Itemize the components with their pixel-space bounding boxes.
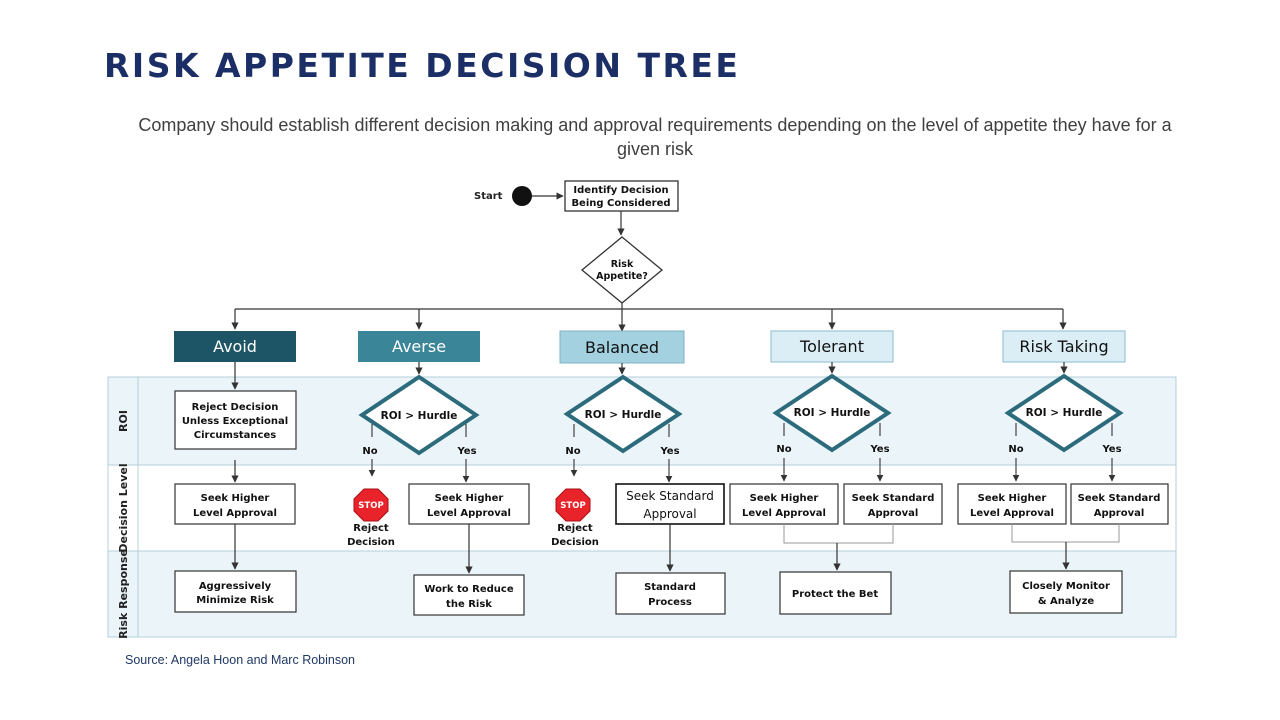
avoid-response-line1: Aggressively [199, 581, 272, 592]
category-balanced [559, 330, 685, 364]
risk-taking-yes-decision-line2: Approval [1094, 508, 1145, 519]
risk-taking-no-label: No [1008, 444, 1023, 455]
risk-taking-yes-decision-line1: Seek Standard [1078, 493, 1161, 504]
averse-stop-sign [353, 488, 389, 522]
top-flow: Start Identify Decision Being Considered… [231, 180, 1067, 332]
tolerant-response-box [779, 571, 892, 615]
balanced-response-line1: Standard [644, 582, 696, 593]
balanced-decision-line1: Seek Standard [626, 489, 714, 503]
tolerant-roi-label: ROI > Hurdle [794, 407, 871, 419]
tolerant-no-decision-line2: Level Approval [742, 508, 826, 519]
column-tolerant: ROI > Hurdle No Yes Seek Higher Level Ap… [729, 362, 943, 615]
tolerant-no-decision-box [729, 483, 839, 525]
avoid-roi-box [174, 390, 297, 450]
balanced-reject-line2: Decision [551, 537, 599, 548]
column-balanced: ROI > Hurdle No Yes STOP Reject Decision… [551, 363, 726, 615]
tolerant-yes-label: Yes [869, 444, 889, 455]
risk-appetite-line2: Appetite? [596, 271, 648, 282]
category-risk-taking [1002, 330, 1126, 363]
column-averse: ROI > Hurdle No Yes STOP Reject Decision… [347, 362, 530, 616]
row-label-risk-response: Risk Response [117, 549, 130, 639]
tolerant-yes-decision-box [843, 483, 943, 525]
risk-taking-response-box [1009, 570, 1123, 614]
avoid-decision-line1: Seek Higher [201, 493, 270, 504]
start-label: Start [474, 191, 503, 202]
category-avoid-label: Avoid [213, 337, 257, 356]
risk-appetite-diamond [580, 236, 664, 304]
risk-taking-yes-decision-box [1070, 483, 1169, 525]
start-node [512, 186, 532, 206]
category-balanced-label: Balanced [585, 338, 659, 357]
balanced-no-label: No [565, 446, 580, 457]
balanced-roi-diamond [563, 374, 683, 454]
avoid-roi-line1: Reject Decision [192, 402, 279, 413]
risk-taking-yes-label: Yes [1101, 444, 1121, 455]
balanced-decision-line2: Approval [643, 507, 696, 521]
avoid-roi-line3: Circumstances [194, 430, 276, 441]
tolerant-merge-connector [783, 524, 894, 544]
averse-reject-line1: Reject [353, 523, 389, 534]
risk-taking-response-line1: Closely Monitor [1022, 581, 1110, 592]
tolerant-yes-decision-line2: Approval [868, 508, 919, 519]
averse-decision-line1: Seek Higher [435, 493, 504, 504]
balanced-response-line2: Process [648, 597, 692, 608]
tolerant-yes-decision-line1: Seek Standard [852, 493, 935, 504]
page-subtitle: Company should establish different decis… [138, 115, 1172, 159]
avoid-roi-line2: Unless Exceptional [182, 416, 288, 427]
avoid-decision-line2: Level Approval [193, 508, 277, 519]
risk-taking-no-decision-line1: Seek Higher [978, 493, 1047, 504]
balanced-reject-line1: Reject [557, 523, 593, 534]
risk-taking-no-decision-line2: Level Approval [970, 508, 1054, 519]
tolerant-no-label: No [776, 444, 791, 455]
averse-reject-line2: Decision [347, 537, 395, 548]
averse-response-line2: the Risk [446, 599, 492, 610]
risk-taking-response-line2: & Analyze [1038, 596, 1095, 607]
identify-decision-line1: Identify Decision [573, 185, 668, 196]
balanced-response-box [615, 572, 726, 615]
averse-decision-line2: Level Approval [427, 508, 511, 519]
category-tolerant-label: Tolerant [799, 337, 864, 356]
avoid-decision-box [174, 483, 296, 525]
category-averse [358, 331, 480, 362]
row-label-decision-level: Decision Level [117, 463, 130, 552]
averse-response-line1: Work to Reduce [424, 584, 513, 595]
tolerant-roi-diamond [772, 373, 892, 453]
page-title: RISK APPETITE DECISION TREE [104, 46, 741, 85]
averse-roi-label: ROI > Hurdle [381, 410, 458, 422]
averse-yes-label: Yes [456, 446, 476, 457]
risk-taking-no-decision-box [957, 483, 1067, 525]
identify-decision-line2: Being Considered [571, 198, 670, 209]
risk-taking-roi-label: ROI > Hurdle [1026, 407, 1103, 419]
balanced-stop-sign [555, 488, 591, 522]
averse-roi-diamond [358, 374, 480, 456]
averse-response-box [413, 574, 525, 616]
row-label-roi: ROI [117, 410, 130, 432]
averse-decision-box [408, 483, 530, 525]
category-risk-taking-label: Risk Taking [1019, 337, 1108, 356]
category-headers: Avoid Averse Balanced Tolerant Risk Taki… [174, 330, 1126, 364]
balanced-stop-text: STOP [560, 501, 585, 511]
source-note: Source: Angela Hoon and Marc Robinson [125, 653, 356, 667]
averse-no-label: No [362, 446, 377, 457]
risk-appetite-line1: Risk [611, 259, 634, 270]
avoid-response-box [174, 570, 297, 613]
tolerant-no-decision-line1: Seek Higher [750, 493, 819, 504]
avoid-response-line2: Minimize Risk [196, 595, 274, 606]
risk-taking-roi-diamond [1004, 373, 1124, 453]
column-risk-taking: ROI > Hurdle No Yes Seek Higher Level Ap… [957, 362, 1169, 614]
averse-stop-text: STOP [358, 501, 383, 511]
balanced-roi-label: ROI > Hurdle [585, 409, 662, 421]
category-averse-label: Averse [392, 337, 446, 356]
category-avoid [174, 331, 296, 362]
balanced-yes-label: Yes [659, 446, 679, 457]
tolerant-response-text: Protect the Bet [792, 589, 878, 600]
column-avoid: Reject Decision Unless Exceptional Circu… [174, 362, 297, 613]
